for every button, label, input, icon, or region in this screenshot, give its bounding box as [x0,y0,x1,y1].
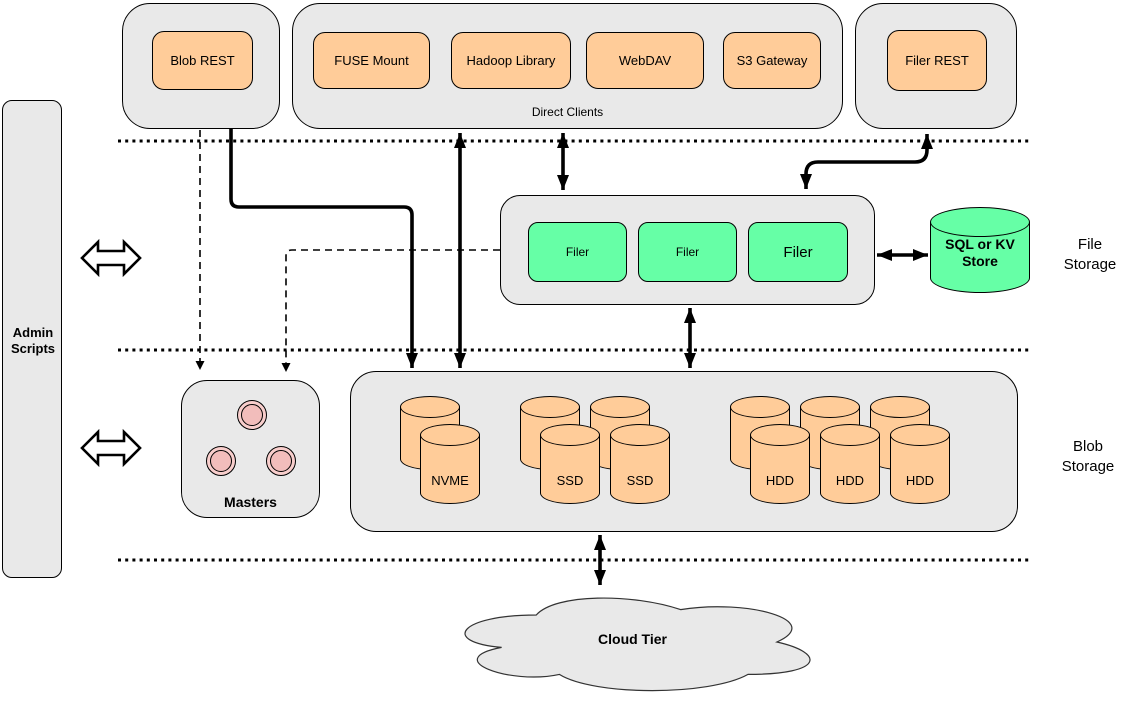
nvme-label: NVME [431,473,469,488]
fuse-mount-label: FUSE Mount [334,53,409,68]
filer-label-1: Filer [565,245,590,259]
sql-kv-store-label: SQL or KV Store [945,236,1015,269]
hdd-label: HDD [835,473,865,488]
webdav-node: WebDAV [586,32,704,89]
admin-scripts-node: Admin Scripts [2,100,62,578]
ssd-label: SSD [626,473,654,488]
hdd-volume-cylinder: HDD [750,424,810,504]
master-node-icon [206,446,236,476]
sql-kv-store-node: SQL or KV Store [930,207,1030,293]
filer-label-3: Filer [783,243,813,261]
hdd-volume-cylinder: HDD [890,424,950,504]
direct-clients-group: FUSE Mount Hadoop Library WebDAV S3 Gate… [292,3,843,129]
hdd-volume-cylinder: HDD [820,424,880,504]
hdd-label: HDD [905,473,935,488]
filer-rest-label: Filer REST [905,53,969,68]
filer-cluster-group: Filer Filer Filer [500,195,875,305]
nvme-volume-cylinder: NVME [420,424,480,504]
blob-rest-node: Blob REST [152,31,253,90]
hadoop-library-label: Hadoop Library [466,53,556,68]
file-storage-layer-label: File Storage [1063,236,1117,273]
admin-blobstorage-doublearrow-icon [80,428,142,468]
ssd-volume-cylinder: SSD [610,424,670,504]
ssd-label: SSD [556,473,584,488]
filer-rest-group: Filer REST [855,3,1017,129]
s3-gateway-node: S3 Gateway [723,32,821,89]
cylinder-top [930,207,1030,237]
ssd-volume-cylinder: SSD [540,424,600,504]
s3-gateway-label: S3 Gateway [736,53,808,68]
arrow-filerrest-filer [800,134,933,189]
filer-label-2: Filer [675,245,700,259]
dashed-arrow-filer-masters [281,249,500,372]
blob-storage-layer-label: Blob Storage [1061,438,1115,475]
hadoop-library-node: Hadoop Library [451,32,571,89]
admin-scripts-label: Admin Scripts [10,325,56,356]
filer-node-3: Filer [748,222,848,282]
blob-rest-label: Blob REST [170,53,235,68]
filer-node-1: Filer [528,222,627,282]
fuse-mount-node: FUSE Mount [313,32,430,89]
webdav-label: WebDAV [618,53,672,68]
filer-node-2: Filer [638,222,737,282]
arrow-blobrest-to-blobstorage [229,129,418,368]
cloud-shape [464,597,811,692]
cloud-tier-label: Cloud Tier [598,631,667,647]
cloud-icon [464,597,811,692]
master-node-icon [237,400,267,430]
blob-rest-group: Blob REST [122,3,280,129]
masters-label: Masters [224,494,277,510]
hdd-label: HDD [765,473,795,488]
masters-group: Masters [181,380,320,518]
master-node-icon [266,446,296,476]
direct-clients-caption: Direct Clients [531,105,604,119]
filer-rest-node: Filer REST [887,30,987,91]
admin-filestorage-doublearrow-icon [80,238,142,278]
